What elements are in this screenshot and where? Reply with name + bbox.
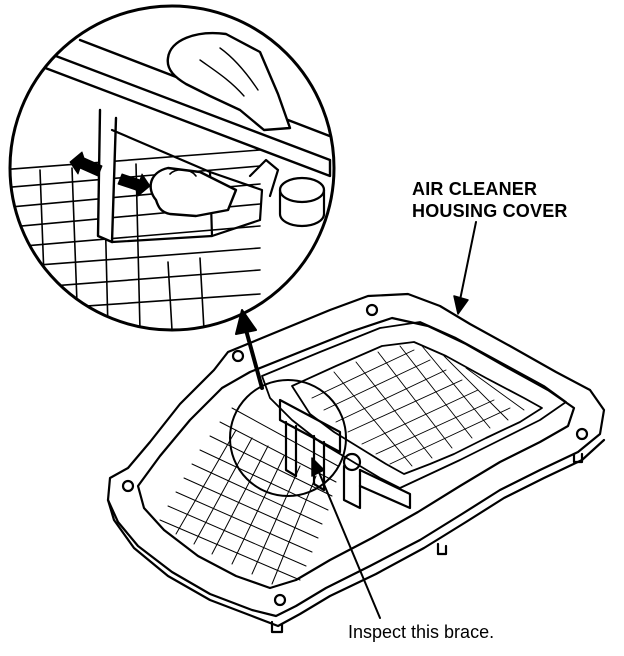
foot-1 <box>270 620 284 634</box>
mount-hole-bottom <box>273 593 287 607</box>
mount-hole-rear <box>231 349 245 363</box>
brace-leader <box>311 457 381 619</box>
housing-cover-label: AIR CLEANER HOUSING COVER <box>412 178 568 222</box>
housing-cover-label-line1: AIR CLEANER <box>412 179 538 199</box>
left-basket-grid <box>159 407 339 585</box>
cover-leader-arrowhead <box>453 295 469 315</box>
brace-leader-arrowhead <box>311 457 325 477</box>
brace-bolt <box>342 452 362 472</box>
right-basket <box>261 321 567 489</box>
hand-thumb <box>149 166 238 218</box>
housing-cover <box>106 292 606 634</box>
housing-outer-rim <box>106 292 606 618</box>
foot-2 <box>436 542 448 556</box>
foot-3 <box>572 452 584 464</box>
push-arrow-right <box>117 173 151 197</box>
mount-hole-left <box>121 479 135 493</box>
inspection-circle <box>229 379 347 497</box>
push-arrow-left <box>69 151 103 177</box>
magnified-circle-border <box>8 4 336 332</box>
cover-leader <box>453 221 477 315</box>
mount-hole-top <box>365 303 379 317</box>
magnified-detail <box>10 31 334 330</box>
right-basket-grid <box>311 345 525 467</box>
inspect-brace-label: Inspect this brace. <box>348 622 495 642</box>
zoom-arrow <box>235 309 264 390</box>
brace <box>278 398 412 510</box>
housing-cover-label-line2: HOUSING COVER <box>412 201 568 221</box>
magnified-boss <box>278 176 326 204</box>
housing-lower-lip <box>106 438 606 628</box>
mount-hole-right <box>575 427 589 441</box>
housing-inner-rim <box>136 316 576 590</box>
